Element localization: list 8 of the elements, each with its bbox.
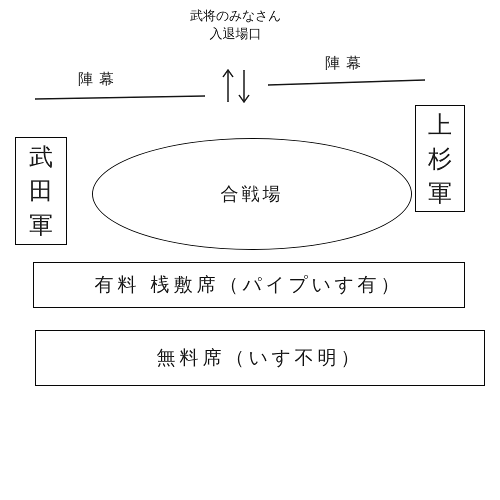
seating-area: 有料 桟敷席（パイプいす有） (33, 262, 465, 308)
army-box: 武田軍 (15, 137, 67, 245)
entrance-label: 武将のみなさん入退場口 (190, 8, 281, 44)
army-box: 上杉軍 (415, 105, 465, 212)
curtain-label: 陣幕 (325, 54, 367, 72)
battlefield-ellipse: 合戦場 (92, 138, 412, 250)
seating-area: 無料席（いす不明） (35, 330, 485, 386)
curtain-label: 陣幕 (78, 70, 120, 88)
